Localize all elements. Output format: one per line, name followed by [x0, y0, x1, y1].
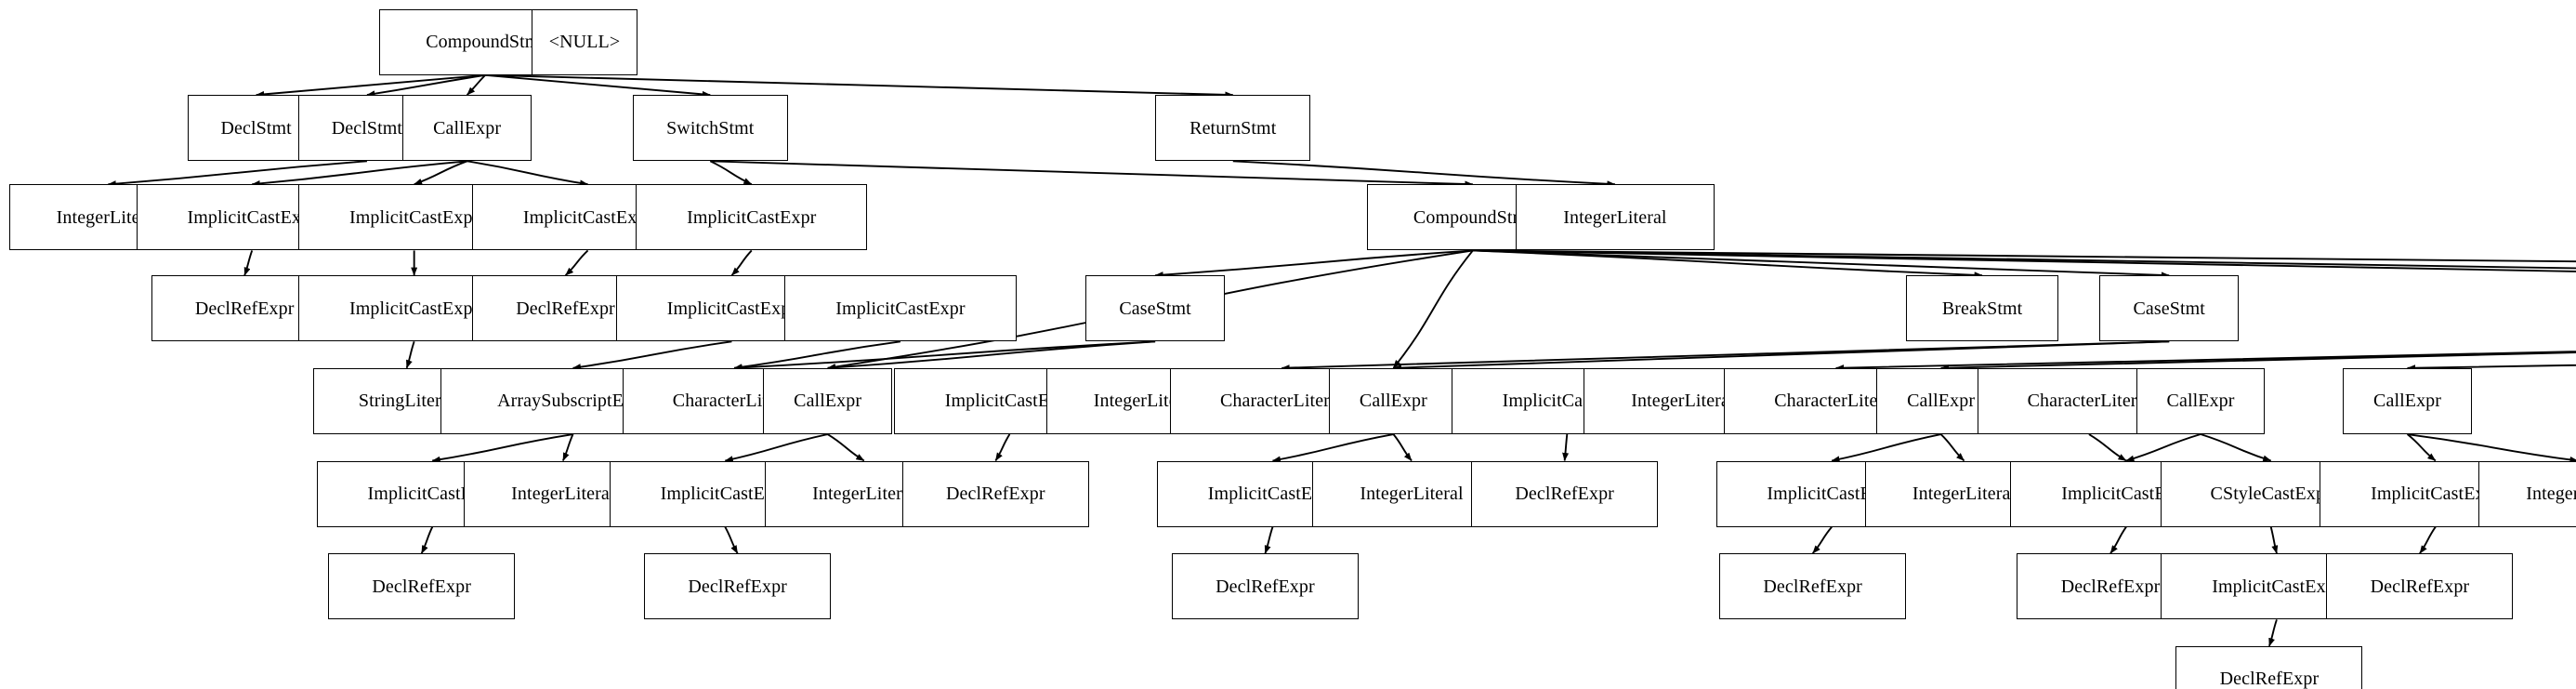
graph-node-label: CallExpr	[2166, 391, 2235, 412]
graph-node-declrefexpr[interactable]: DeclRefExpr	[1719, 553, 1907, 620]
graph-node-declrefexpr[interactable]: DeclRefExpr	[2326, 553, 2514, 620]
graph-node-declrefexpr[interactable]: DeclRefExpr	[644, 553, 832, 620]
graph-node-label: ImplicitCastExpr	[348, 206, 480, 228]
graph-node-label: DeclRefExpr	[194, 298, 295, 319]
graph-node-declrefexpr[interactable]: DeclRefExpr	[328, 553, 516, 620]
graph-node-casestmt[interactable]: CaseStmt	[1085, 275, 1225, 342]
graph-node-label: IntegerLiteral	[1631, 391, 1735, 412]
graph-node-casestmt[interactable]: CaseStmt	[2099, 275, 2239, 342]
graph-node-declrefexpr[interactable]: DeclRefExpr	[1471, 460, 1659, 527]
graph-node-label: StringLiteral	[358, 391, 455, 412]
graph-node-label: IntegerLiteral	[1563, 206, 1667, 228]
graph-node-label: ImplicitCastExpr	[348, 298, 480, 319]
graph-node-label: ImplicitCastExpr	[522, 206, 653, 228]
graph-node-label: DeclRefExpr	[516, 298, 615, 319]
graph-node-null[interactable]: <NULL>	[532, 8, 637, 75]
graph-node-label: DeclRefExpr	[1216, 576, 1315, 597]
graph-node-label: ImplicitCastExpr	[2061, 484, 2191, 505]
graph-node-label: CallExpr	[794, 391, 862, 412]
graph-node-label: ImplicitCastExpr	[187, 206, 317, 228]
graph-node-label: CharacterLiteral	[1219, 391, 1344, 412]
graph-node-label: CaseStmt	[2133, 298, 2205, 319]
graph-node-label: DeclRefExpr	[1515, 484, 1614, 505]
graph-node-integerliteral[interactable]: IntegerLiteral	[2478, 460, 2576, 527]
graph-node-label: ImplicitCastExpr	[2212, 576, 2342, 597]
graph-node-label: CallExpr	[433, 117, 502, 139]
graph-node-label: IntegerLiteral	[511, 484, 615, 505]
graph-node-label: <NULL>	[548, 32, 621, 53]
graph-node-label: ReturnStmt	[1189, 117, 1277, 139]
graph-node-label: IntegerLiteral	[1360, 484, 1464, 505]
graph-node-declrefexpr[interactable]: DeclRefExpr	[1171, 553, 1360, 620]
graph-node-label: CharacterLiteral	[1774, 391, 1898, 412]
graph-node-callexpr[interactable]: CallExpr	[1329, 367, 1458, 434]
graph-node-implicitcastexpr[interactable]: ImplicitCastExpr	[784, 275, 1017, 342]
graph-node-label: ImplicitCastExpr	[1767, 484, 1897, 505]
graph-node-label: DeclRefExpr	[946, 484, 1045, 505]
graph-node-label: CaseStmt	[1119, 298, 1191, 319]
graph-node-label: DeclRefExpr	[2370, 576, 2470, 597]
graph-node-label: DeclRefExpr	[372, 576, 471, 597]
graph-node-label: DeclRefExpr	[688, 576, 787, 597]
graph-node-integerliteral[interactable]: IntegerLiteral	[1516, 184, 1715, 251]
graph-node-label: ImplicitCastExpr	[666, 298, 797, 319]
graph-node-label: CompoundStmt	[426, 32, 545, 53]
graph-node-declrefexpr[interactable]: DeclRefExpr	[901, 460, 1089, 527]
graph-node-declrefexpr[interactable]: DeclRefExpr	[2175, 645, 2363, 689]
graph-node-label: DeclRefExpr	[1763, 576, 1862, 597]
graph-node-label: IntegerLiteral	[1912, 484, 2017, 505]
graph-node-label: ImplicitCastExpr	[687, 206, 817, 228]
graph-node-label: ImplicitCastExpr	[944, 391, 1075, 412]
graph-node-breakstmt[interactable]: BreakStmt	[1906, 275, 2058, 342]
graph-node-label: ImplicitCastExpr	[2371, 484, 2501, 505]
graph-node-label: CallExpr	[2373, 391, 2442, 412]
graph-node-label: DeclRefExpr	[2060, 576, 2161, 597]
graph-node-label: CStyleCastExpr	[2210, 484, 2332, 505]
graph-node-label: CallExpr	[1359, 391, 1427, 412]
graph-node-label: DeclRefExpr	[2219, 669, 2320, 689]
graph-node-label: ImplicitCastExpr	[1207, 484, 1338, 505]
graph-node-label: ArraySubscriptExpr	[497, 391, 649, 412]
graph-node-label: BreakStmt	[1941, 298, 2023, 319]
graph-node-switchstmt[interactable]: SwitchStmt	[632, 95, 788, 162]
graph-node-callexpr[interactable]: CallExpr	[2136, 367, 2266, 434]
graph-node-label: IntegerLiteral	[812, 484, 916, 505]
graph-node-label: DeclStmt	[331, 117, 403, 139]
graph-node-callexpr[interactable]: CallExpr	[763, 367, 893, 434]
graph-node-label: CallExpr	[1907, 391, 1976, 412]
graph-node-label: ImplicitCastExpr	[660, 484, 790, 505]
graph-node-label: DeclStmt	[220, 117, 292, 139]
graph-node-callexpr[interactable]: CallExpr	[2343, 367, 2472, 434]
graph-node-label: SwitchStmt	[666, 117, 755, 139]
graph-node-callexpr[interactable]: CallExpr	[402, 95, 532, 162]
graph-node-label: CharacterLiteral	[2027, 391, 2151, 412]
graph-node-label: CompoundStmt	[1413, 206, 1532, 228]
graph-node-label: IntegerLiteral	[2526, 484, 2576, 505]
graph-node-label: IntegerLiteral	[56, 206, 161, 228]
graph-node-implicitcastexpr[interactable]: ImplicitCastExpr	[636, 184, 868, 251]
graph-node-returnstmt[interactable]: ReturnStmt	[1155, 95, 1311, 162]
graph-node-label: ImplicitCastExpr	[835, 298, 966, 319]
